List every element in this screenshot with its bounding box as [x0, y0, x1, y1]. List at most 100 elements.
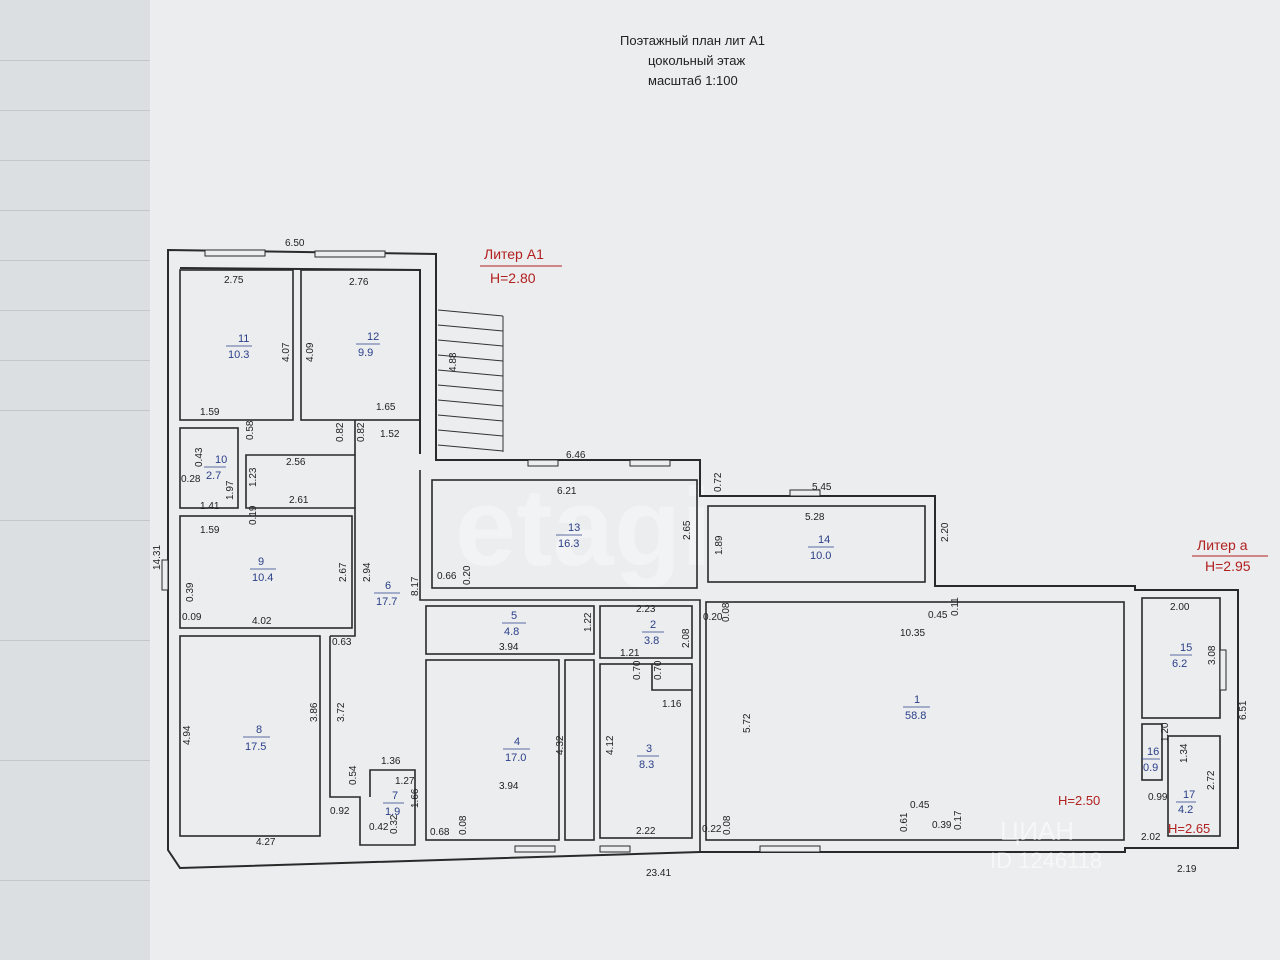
dimension-label: 1.97 [225, 480, 236, 500]
room-10-no: 10 [215, 454, 227, 466]
watermark-logo: etagi [455, 466, 712, 589]
dimension-label: 2.19 [1177, 864, 1197, 875]
dimension-label: 5.28 [805, 512, 825, 523]
liter-a-name: Литер а [1197, 537, 1248, 553]
dimension-label: 0.11 [950, 597, 961, 616]
liter-a1-name: Литер А1 [484, 246, 544, 262]
dimension-label: 1.23 [248, 467, 259, 487]
dimension-label: 1.22 [583, 612, 594, 632]
dimension-label: 1.21 [620, 648, 640, 659]
dimension-label: 4.12 [605, 735, 616, 755]
dimension-label: 0.39 [932, 820, 952, 831]
dimension-label: 6.21 [557, 486, 577, 497]
dimension-label: 0.82 [335, 422, 346, 442]
watermark-cian: ЦИАН [1000, 816, 1074, 846]
dimension-label: 4.09 [305, 342, 316, 362]
floor-label: цокольный этаж [648, 53, 746, 68]
dimension-label: 0.28 [181, 474, 201, 485]
dimension-label: 2.08 [681, 628, 692, 648]
room-12-area: 9.9 [358, 347, 373, 359]
paper-sheet [150, 0, 1280, 960]
dimension-label: 6.50 [285, 238, 305, 249]
room-10-area: 2.7 [206, 470, 221, 482]
room-7-no: 7 [392, 790, 398, 802]
plan-title: Поэтажный план лит А1 [620, 33, 766, 48]
dimension-label: 6.51 [1238, 700, 1249, 720]
dimension-label: 3.72 [336, 702, 347, 722]
dimension-label: 10.35 [900, 628, 925, 639]
dimension-label: 0.82 [356, 422, 367, 442]
interior-walls [179, 269, 1221, 852]
dimension-label: 2.76 [349, 277, 369, 288]
dimension-label: 0.08 [458, 815, 469, 835]
underlying-sheet [0, 0, 152, 960]
dimension-label: 2.02 [1141, 832, 1161, 843]
dimension-label: 3.08 [1207, 645, 1218, 665]
dimension-label: 0.43 [194, 447, 205, 467]
room-8-area: 17.5 [245, 741, 266, 753]
room-6-no: 6 [385, 580, 391, 592]
dimension-label: 0.99 [1148, 792, 1168, 803]
room-1-area: 58.8 [905, 710, 926, 722]
dimension-label: 0.09 [182, 612, 202, 623]
room17-height: H=2.65 [1168, 821, 1210, 836]
room-5-area: 4.8 [504, 626, 519, 638]
dimension-label: 2.56 [286, 457, 306, 468]
liter-a-height: H=2.95 [1205, 558, 1251, 574]
room-13-area: 16.3 [558, 538, 579, 550]
room-15-area: 6.2 [1172, 658, 1187, 670]
room-9-no: 9 [258, 556, 264, 568]
dimension-label: 1.89 [714, 535, 725, 555]
dimension-label: 4.88 [448, 352, 459, 372]
dimension-label: 2.23 [636, 604, 656, 615]
room-15-no: 15 [1180, 642, 1192, 654]
room-label-dividers [204, 343, 1196, 804]
room-12-no: 12 [367, 331, 379, 343]
room-9-area: 10.4 [252, 572, 273, 584]
dimension-label: 0.58 [245, 420, 256, 440]
dimension-label: 2.67 [338, 562, 349, 582]
dimension-label: 2.94 [362, 562, 373, 582]
dimension-label: 1.27 [395, 776, 415, 787]
dimension-label: 0.92 [330, 806, 350, 817]
dimension-label: 0.17 [953, 810, 964, 830]
dimension-label: 14.31 [152, 545, 163, 570]
dimension-label: 4.02 [252, 616, 272, 627]
room-4-no: 4 [514, 736, 520, 748]
room-11-area: 10.3 [228, 349, 249, 361]
room1-height: H=2.50 [1058, 793, 1100, 808]
room-6-area: 17.7 [376, 596, 397, 608]
dimension-label: 0.22 [702, 824, 722, 835]
room-3-no: 3 [646, 743, 652, 755]
dimension-label: 0.42 [369, 822, 389, 833]
dimension-label: 0.20 [703, 612, 723, 623]
dimension-label: 1.34 [1179, 743, 1190, 763]
dimension-label: 23.41 [646, 868, 671, 879]
dimension-label: 0.39 [185, 582, 196, 602]
room-17-area: 4.2 [1178, 804, 1193, 816]
dimension-label: 5.45 [812, 482, 832, 493]
dimension-label: 2.20 [940, 522, 951, 542]
room-14-area: 10.0 [810, 550, 831, 562]
room-1-no: 1 [914, 694, 920, 706]
dimension-label: 2.61 [289, 495, 309, 506]
room-7-area: 1.9 [385, 806, 400, 818]
scale-label: масштаб 1:100 [648, 73, 738, 88]
dimension-label: 0.45 [910, 800, 930, 811]
dimension-label: 0.08 [722, 815, 733, 835]
watermark-id: ID 1246118 [990, 848, 1102, 873]
dimension-label: 0.20 [462, 565, 473, 585]
dimension-label: 0.68 [430, 827, 450, 838]
dimension-label: 1.16 [662, 699, 682, 710]
dimension-label: 1.52 [380, 429, 400, 440]
dimension-label: 8.17 [410, 576, 421, 596]
dimension-labels: 6.50 23.41 14.31 2.75 2.76 4.07 4.09 4.8… [152, 238, 1249, 879]
dimension-label: 2.22 [636, 826, 656, 837]
dimension-label: 0.61 [899, 812, 910, 832]
dimension-label: 6.46 [566, 450, 586, 461]
dimension-label: 0.54 [348, 765, 359, 785]
room-8-no: 8 [256, 724, 262, 736]
dimension-label: 2.72 [1206, 770, 1217, 790]
dimension-label: 0.70 [632, 660, 643, 680]
